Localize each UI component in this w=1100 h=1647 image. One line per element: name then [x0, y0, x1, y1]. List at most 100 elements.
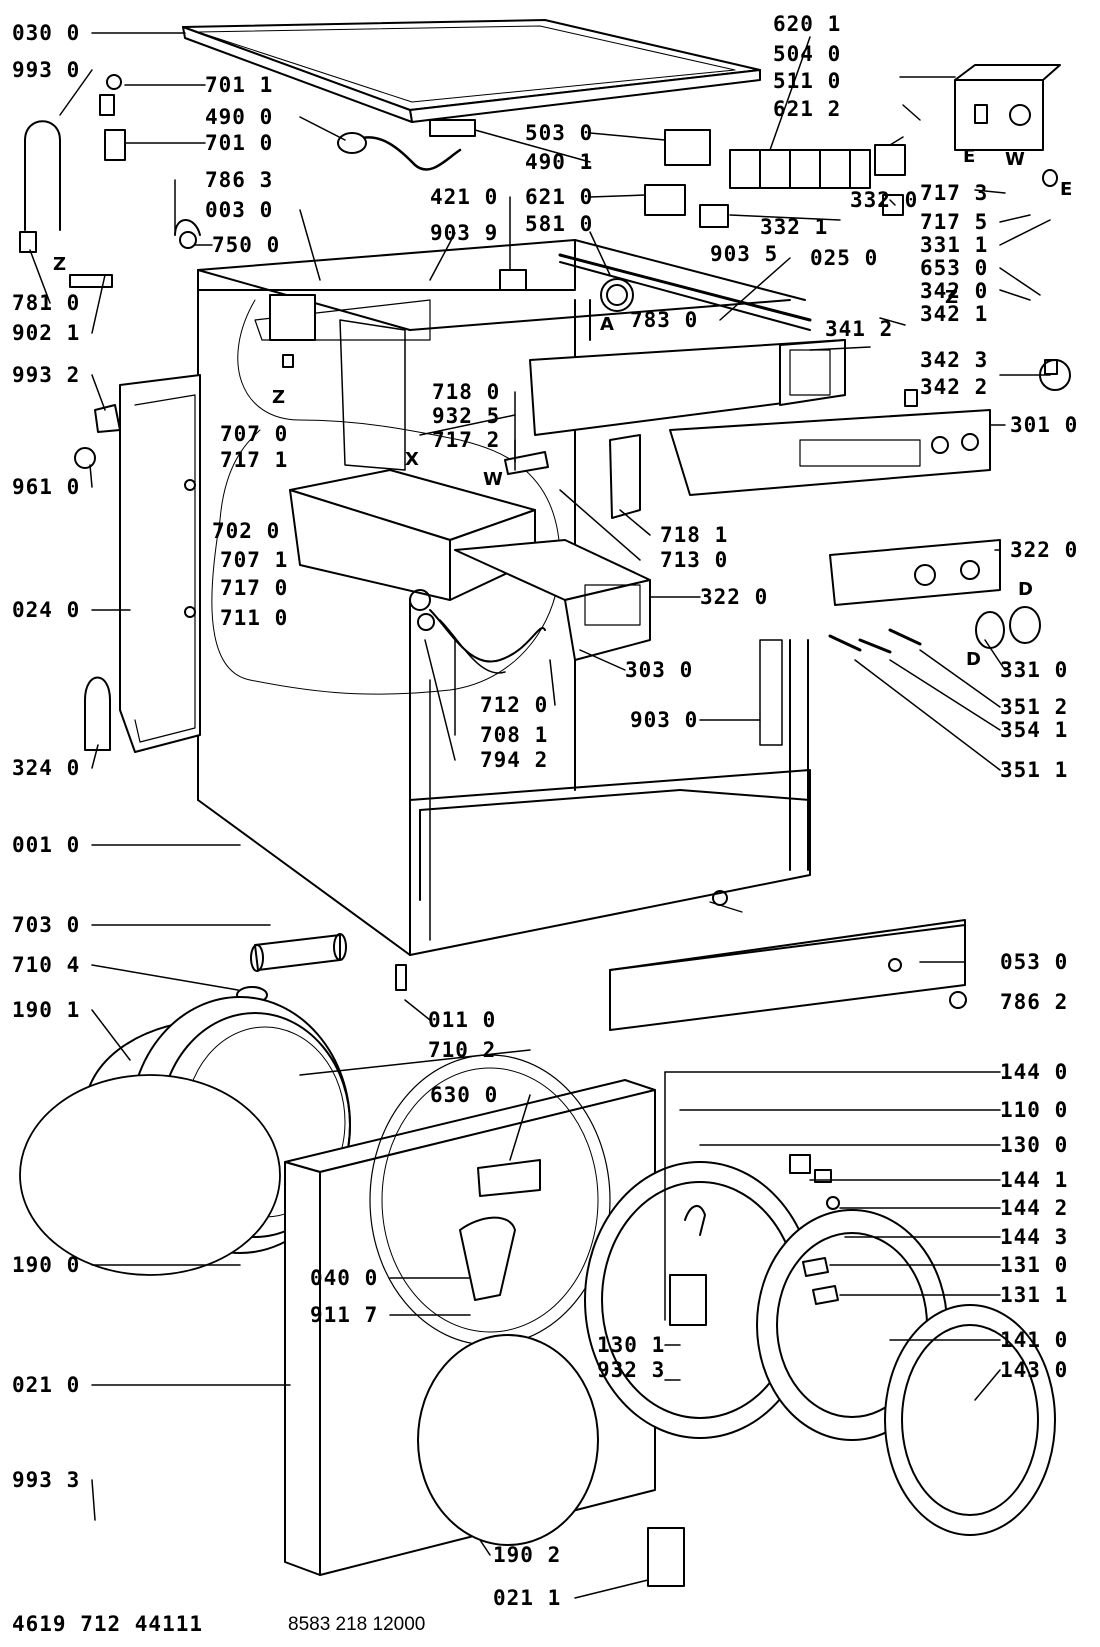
- part-label-503-0: 503 0: [525, 121, 594, 145]
- part-label-781-0: 781 0: [12, 291, 81, 315]
- marker-e-4: E: [1060, 179, 1073, 200]
- part-label-903-9: 903 9: [430, 221, 499, 245]
- part-label-701-0: 701 0: [205, 131, 274, 155]
- part-label-718-0: 718 0: [432, 380, 501, 404]
- part-label-701-1: 701 1: [205, 73, 274, 97]
- side-panel: [119, 374, 201, 753]
- part-label-003-0: 003 0: [205, 198, 274, 222]
- part-label-144-2: 144 2: [1000, 1196, 1069, 1220]
- part-label-342-0: 342 0: [920, 279, 989, 303]
- part-label-511-0: 511 0: [773, 69, 842, 93]
- part-label-025-0: 025 0: [810, 246, 879, 270]
- part-label-131-0: 131 0: [1000, 1253, 1069, 1277]
- part-label-783-0: 783 0: [630, 308, 699, 332]
- part-label-030-0: 030 0: [12, 21, 81, 45]
- marker-x-7: X: [405, 449, 419, 470]
- part-label-351-1: 351 1: [1000, 758, 1069, 782]
- relay-block: [729, 144, 906, 189]
- part-label-331-1: 331 1: [920, 233, 989, 257]
- part-label-324-0: 324 0: [12, 756, 81, 780]
- misc-parts: [19, 74, 1071, 751]
- cabinet: [197, 239, 812, 956]
- part-label-717-3: 717 3: [920, 181, 989, 205]
- part-label-351-2: 351 2: [1000, 695, 1069, 719]
- part-label-144-1: 144 1: [1000, 1168, 1069, 1192]
- part-label-717-2: 717 2: [432, 428, 501, 452]
- part-label-621-2: 621 2: [773, 97, 842, 121]
- part-label-141-0: 141 0: [1000, 1328, 1069, 1352]
- marker-e-3: E: [963, 146, 976, 167]
- marker-d-10: D: [966, 649, 981, 670]
- part-label-190-1: 190 1: [12, 998, 81, 1022]
- part-label-130-0: 130 0: [1000, 1133, 1069, 1157]
- part-label-190-2: 190 2: [493, 1543, 562, 1567]
- part-label-712-0: 712 0: [480, 693, 549, 717]
- part-label-903-0: 903 0: [630, 708, 699, 732]
- part-label-040-0: 040 0: [310, 1266, 379, 1290]
- part-label-144-0: 144 0: [1000, 1060, 1069, 1084]
- part-label-717-5: 717 5: [920, 210, 989, 234]
- part-label-490-1: 490 1: [525, 150, 594, 174]
- top-lid: [182, 19, 761, 123]
- part-label-707-1: 707 1: [220, 548, 289, 572]
- part-label-322-0a: 322 0: [1010, 538, 1079, 562]
- dispenser-housing: [211, 299, 651, 695]
- part-label-322-0b: 322 0: [700, 585, 769, 609]
- marker-z-1: Z: [272, 387, 286, 408]
- part-label-717-1: 717 1: [220, 448, 289, 472]
- marker-z-0: Z: [53, 254, 67, 275]
- part-label-342-2: 342 2: [920, 375, 989, 399]
- part-label-993-2: 993 2: [12, 363, 81, 387]
- part-label-144-3: 144 3: [1000, 1225, 1069, 1249]
- part-label-620-1: 620 1: [773, 12, 842, 36]
- kickplate: [609, 919, 967, 1031]
- part-label-702-0: 702 0: [212, 519, 281, 543]
- part-label-021-1: 021 1: [493, 1586, 562, 1610]
- part-label-332-1: 332 1: [760, 215, 829, 239]
- part-label-143-0: 143 0: [1000, 1358, 1069, 1382]
- part-label-332-0: 332 0: [850, 188, 919, 212]
- marker-a-8: A: [600, 314, 614, 335]
- leader-lines: [29, 32, 1051, 1599]
- part-label-932-5: 932 5: [432, 404, 501, 428]
- part-label-703-0: 703 0: [12, 913, 81, 937]
- part-label-130-1: 130 1: [597, 1333, 666, 1357]
- part-label-911-7: 911 7: [310, 1303, 379, 1327]
- part-label-053-0: 053 0: [1000, 950, 1069, 974]
- part-label-131-1: 131 1: [1000, 1283, 1069, 1307]
- part-label-710-4: 710 4: [12, 953, 81, 977]
- part-label-341-2: 341 2: [825, 317, 894, 341]
- drawing-number: 8583 218 12000: [288, 1614, 426, 1635]
- part-label-717-0: 717 0: [220, 576, 289, 600]
- part-label-331-0: 331 0: [1000, 658, 1069, 682]
- part-label-581-0: 581 0: [525, 212, 594, 236]
- part-label-504-0: 504 0: [773, 42, 842, 66]
- part-label-024-0: 024 0: [12, 598, 81, 622]
- part-label-630-0: 630 0: [430, 1083, 499, 1107]
- part-label-961-0: 961 0: [12, 475, 81, 499]
- part-label-713-0: 713 0: [660, 548, 729, 572]
- part-label-993-0: 993 0: [12, 58, 81, 82]
- marker-d-9: D: [1018, 579, 1033, 600]
- marker-w-6: W: [483, 469, 503, 490]
- part-label-021-0: 021 0: [12, 1373, 81, 1397]
- part-label-110-0: 110 0: [1000, 1098, 1069, 1122]
- part-label-421-0: 421 0: [430, 185, 499, 209]
- part-label-750-0: 750 0: [212, 233, 281, 257]
- part-label-932-3: 932 3: [597, 1358, 666, 1382]
- marker-w-5: W: [1005, 149, 1025, 170]
- part-label-902-1: 902 1: [12, 321, 81, 345]
- part-label-342-3: 342 3: [920, 348, 989, 372]
- part-label-342-1: 342 1: [920, 302, 989, 326]
- part-label-794-2: 794 2: [480, 748, 549, 772]
- part-number: 4619 712 44111: [12, 1612, 204, 1636]
- part-label-710-2: 710 2: [428, 1038, 497, 1062]
- part-label-786-3: 786 3: [205, 168, 274, 192]
- part-label-490-0: 490 0: [205, 105, 274, 129]
- part-label-993-3: 993 3: [12, 1468, 81, 1492]
- part-label-786-2: 786 2: [1000, 990, 1069, 1014]
- part-label-707-0: 707 0: [220, 422, 289, 446]
- part-label-354-1: 354 1: [1000, 718, 1069, 742]
